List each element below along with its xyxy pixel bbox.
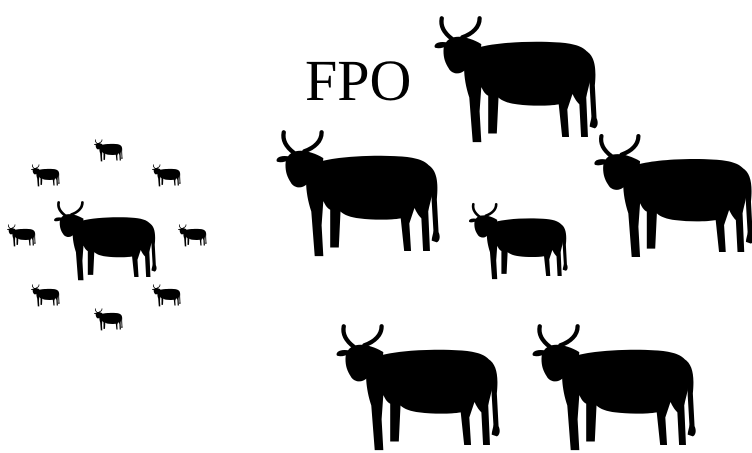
fpo-cow-icon-top (435, 18, 598, 142)
small-cow-icon-7 (6, 224, 36, 247)
small-cow-icon-3 (177, 224, 207, 247)
fpo-cow-icon-bottom-left (337, 326, 500, 450)
small-cow-icon-8 (30, 164, 60, 187)
fpo-cow-icon-center (467, 202, 569, 281)
fpo-cow-icon-right (594, 136, 752, 257)
small-cow-icon-5 (93, 308, 123, 331)
center-cow-icon (52, 201, 158, 282)
small-cow-icon-2 (151, 164, 181, 187)
small-cow-icon-1 (93, 139, 123, 162)
small-cow-icon-4 (151, 284, 181, 307)
fpo-label: FPO (305, 48, 411, 113)
small-cow-icon-6 (30, 284, 60, 307)
fpo-cow-icon-left (277, 132, 440, 256)
fpo-cow-icon-bottom-right (533, 326, 696, 450)
